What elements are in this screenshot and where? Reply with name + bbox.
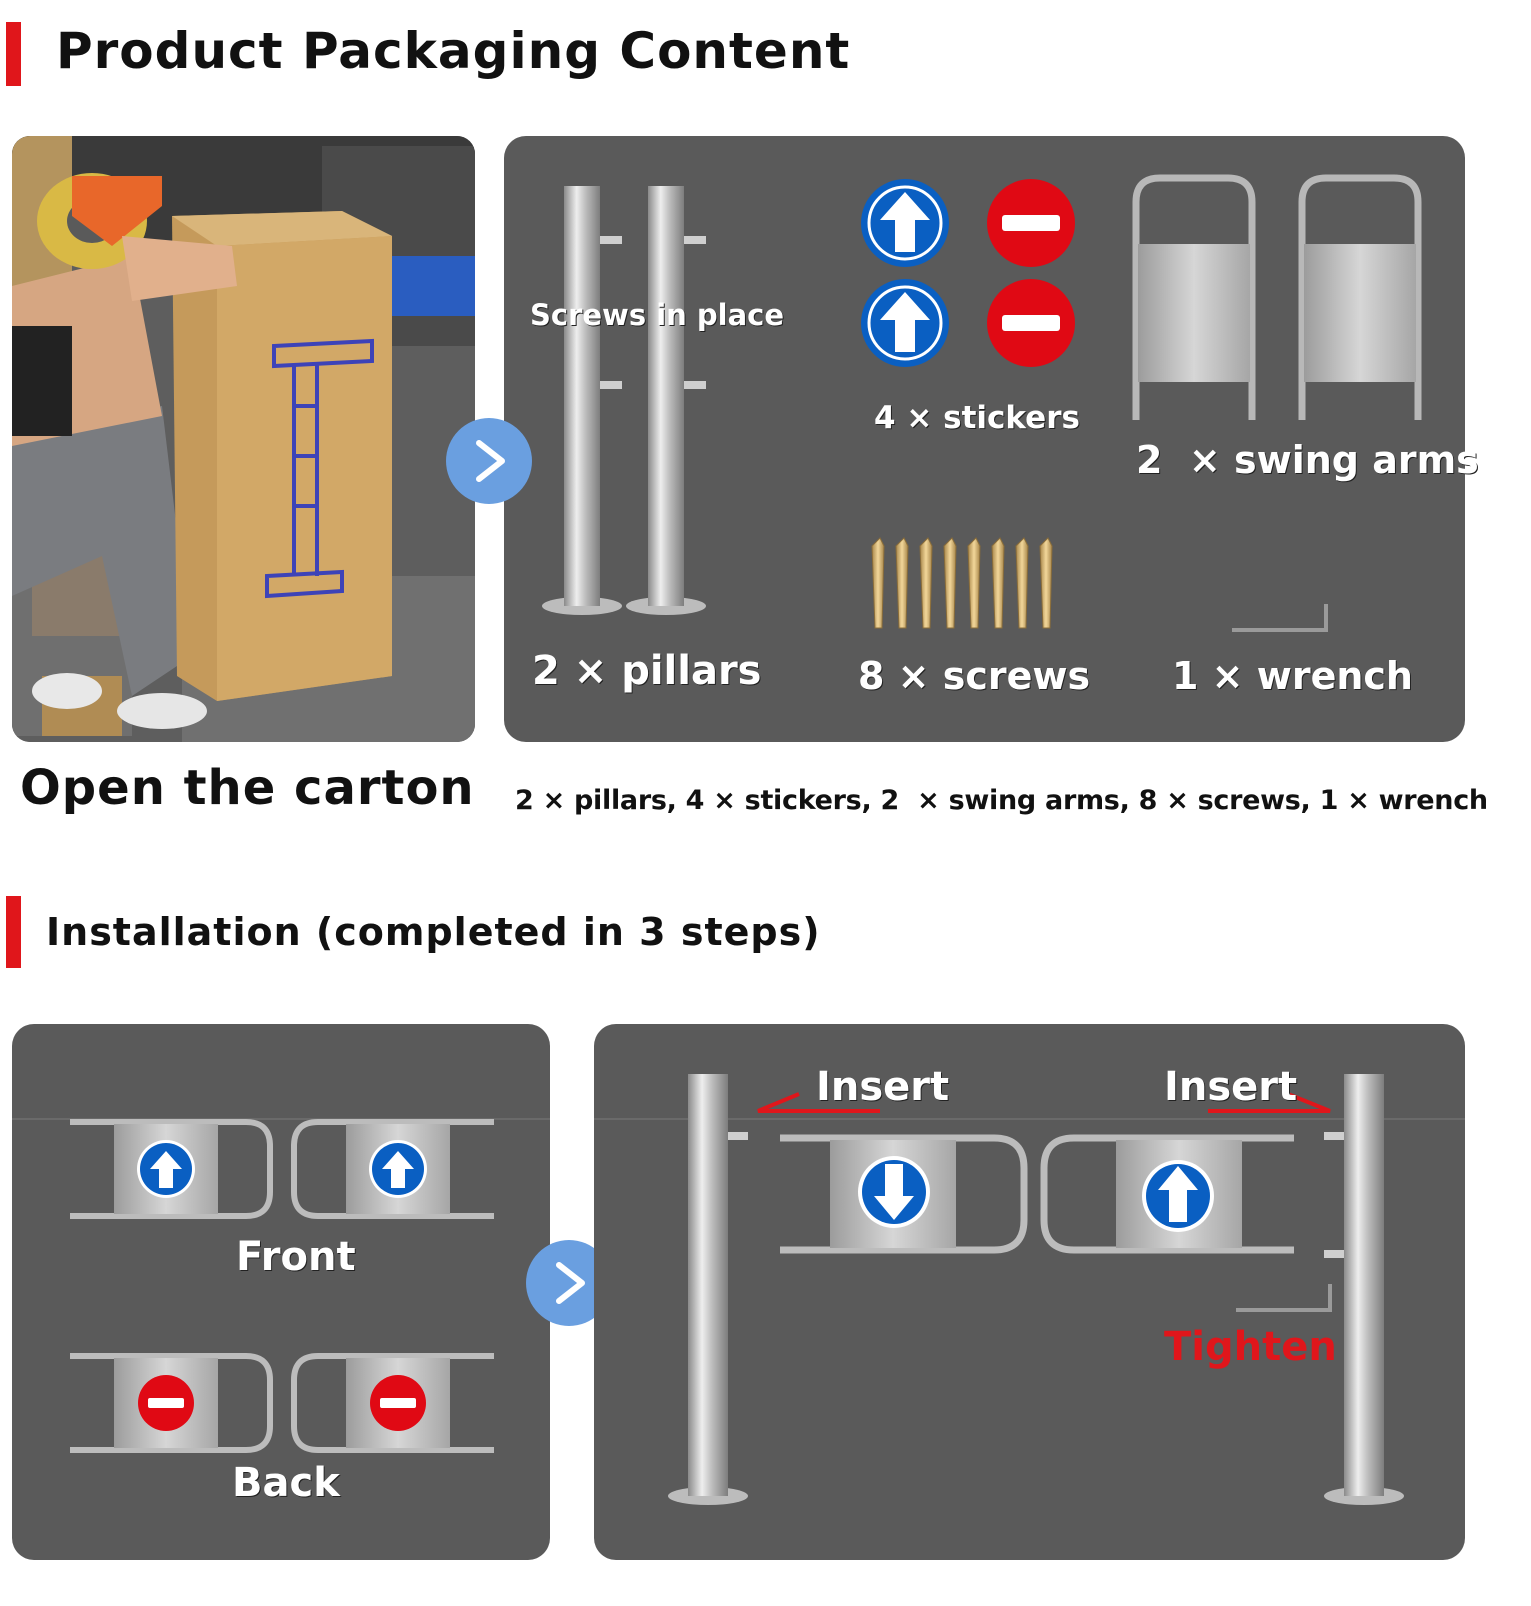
pillars-label: 2 × pillars: [532, 648, 762, 694]
tighten-label: Tighten: [1164, 1324, 1337, 1370]
screws-image: [871, 537, 1053, 629]
swing-arms-image: [1132, 174, 1422, 420]
front-arms-image: [70, 1119, 494, 1219]
packaging-summary: 2 × pillars, 4 × stickers, 2 × swing arm…: [515, 785, 1488, 816]
back-label: Back: [232, 1460, 340, 1506]
no-entry-icon: [1002, 215, 1060, 231]
screws-in-place-note: Screws in place: [530, 298, 785, 332]
sticker-up-2: [860, 278, 950, 368]
arrow-up-icon: [880, 192, 930, 252]
carton-photo: [12, 136, 475, 742]
insert-right-label: Insert: [1164, 1064, 1298, 1110]
no-entry-icon: [1002, 315, 1060, 331]
photo-caption: Open the carton: [20, 760, 475, 816]
swing-arms-label: 2 × swing arms: [1136, 438, 1479, 482]
front-label: Front: [236, 1234, 356, 1280]
assembly-image: [668, 1074, 1404, 1505]
chevron-right-icon: [476, 440, 505, 482]
sticker-no-entry-2: [986, 278, 1076, 368]
insert-left-label: Insert: [816, 1064, 950, 1110]
no-entry-icon: [380, 1398, 416, 1408]
heading-accent-bar-2: [6, 896, 21, 968]
installation-title: Installation (completed in 3 steps): [46, 910, 821, 954]
heading-accent-bar: [6, 22, 21, 86]
sticker-no-entry-1: [986, 178, 1076, 268]
packaging-title: Product Packaging Content: [56, 22, 851, 80]
screws-label: 8 × screws: [858, 654, 1091, 698]
wrench-image: [1232, 604, 1328, 632]
pillars-image: [542, 186, 706, 615]
orientation-panel: Front Back: [12, 1024, 550, 1560]
arrow-up-icon: [150, 1151, 182, 1188]
next-step-arrow-1: [446, 418, 532, 504]
wrench-label: 1 × wrench: [1172, 654, 1413, 698]
sticker-up-1: [860, 178, 950, 268]
stickers-label: 4 × stickers: [874, 400, 1080, 436]
arrow-down-icon: [874, 1164, 914, 1220]
chevron-right-icon: [556, 1262, 585, 1304]
arrow-up-icon: [880, 292, 930, 352]
no-entry-icon: [148, 1398, 184, 1408]
arrow-up-icon: [1158, 1166, 1198, 1222]
back-arms-image: [70, 1353, 494, 1453]
assembly-panel: Insert Insert Tighten: [594, 1024, 1465, 1560]
contents-panel: Screws in place 2 × pillars 4 × stickers…: [504, 136, 1479, 742]
arrow-up-icon: [382, 1151, 414, 1188]
